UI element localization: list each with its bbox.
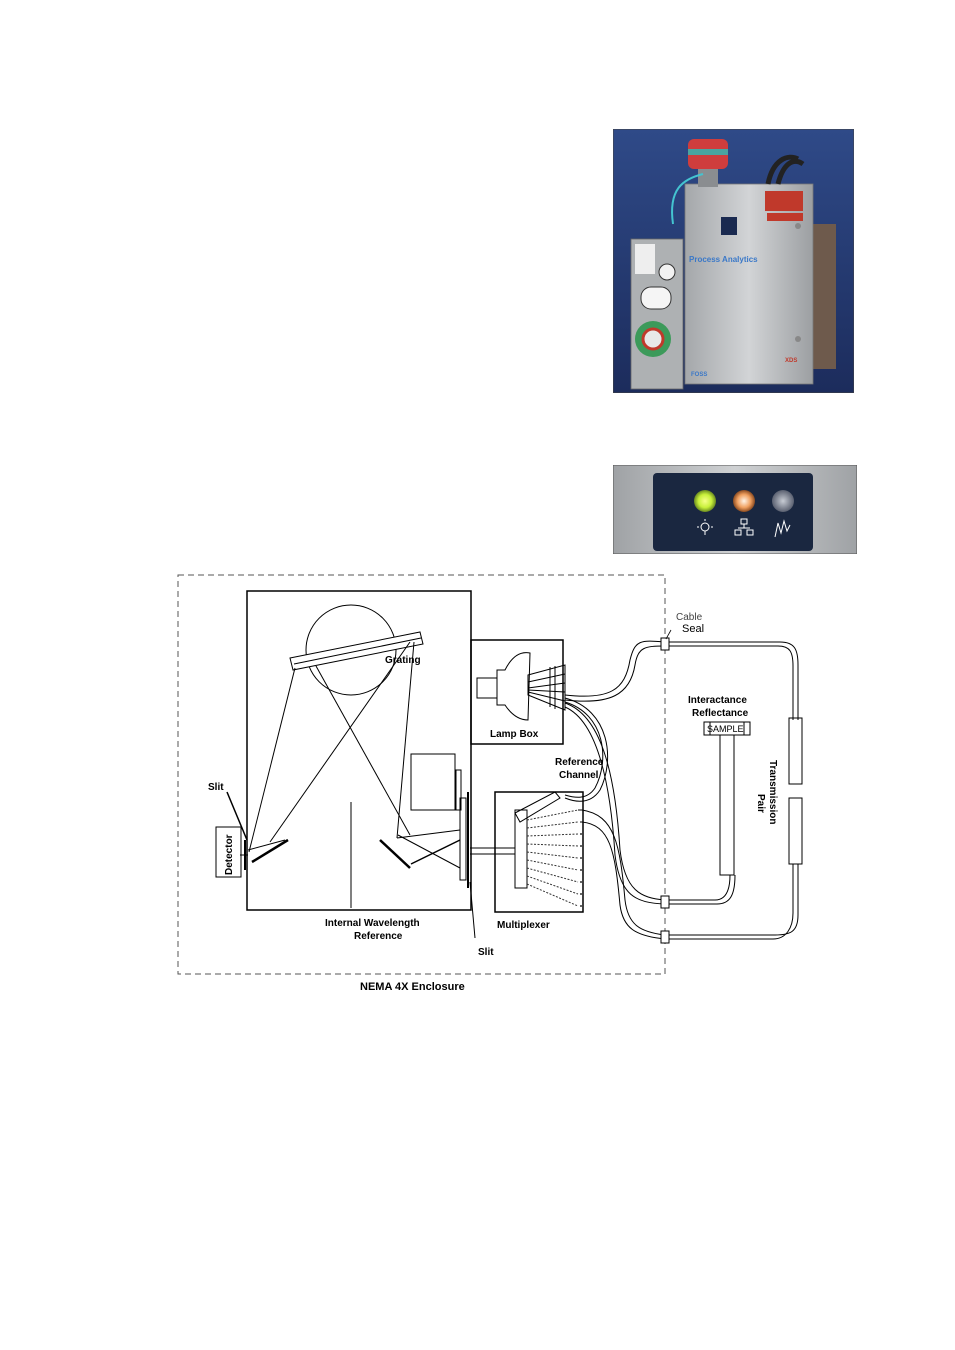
- label-reference-channel-2: Channel: [559, 770, 599, 781]
- label-lamp-box: Lamp Box: [490, 729, 539, 740]
- label-interactance: Interactance: [688, 695, 747, 706]
- transmission-probe-top: [789, 718, 802, 784]
- label-grating: Grating: [385, 655, 421, 666]
- label-slit-bottom: Slit: [478, 947, 494, 958]
- signal-led: [772, 490, 794, 512]
- brand-foss: FOSS: [691, 372, 707, 378]
- analyzer-photo: Process Analytics FOSS XDS: [613, 129, 854, 393]
- label-reflectance: Reflectance: [692, 708, 749, 719]
- label-enclosure: NEMA 4X Enclosure: [360, 981, 465, 993]
- label-detector: Detector: [224, 834, 235, 875]
- monochromator-box: [247, 591, 471, 910]
- label-internal-reference-2: Reference: [354, 931, 403, 942]
- label-sample: SAMPLE: [707, 724, 744, 734]
- label-cable: Cable: [676, 612, 703, 623]
- label-multiplexer: Multiplexer: [497, 920, 550, 931]
- multiplexer-box: [495, 792, 583, 912]
- brand-xds: XDS: [785, 358, 797, 364]
- brand-text: Process Analytics: [689, 255, 758, 264]
- label-seal: Seal: [682, 623, 704, 635]
- lamp-led: [694, 490, 716, 512]
- label-internal-reference-1: Internal Wavelength: [325, 918, 420, 929]
- label-transmission-1: Transmission: [767, 760, 778, 824]
- label-slit-left: Slit: [208, 782, 224, 793]
- label-reference-channel-1: Reference: [555, 757, 604, 768]
- cable-seal-top: [661, 638, 669, 650]
- status-led-photo: [613, 465, 857, 554]
- spectrometer-schematic: Grating Lamp Box Slit Detector Reference…: [170, 570, 850, 1000]
- cable-seal-middle: [661, 896, 669, 908]
- label-transmission-2: Pair: [755, 794, 766, 813]
- sample-probe: [720, 735, 734, 875]
- cable-seal-bottom: [661, 931, 669, 943]
- network-led: [733, 490, 755, 512]
- transmission-probe-bottom: [789, 798, 802, 864]
